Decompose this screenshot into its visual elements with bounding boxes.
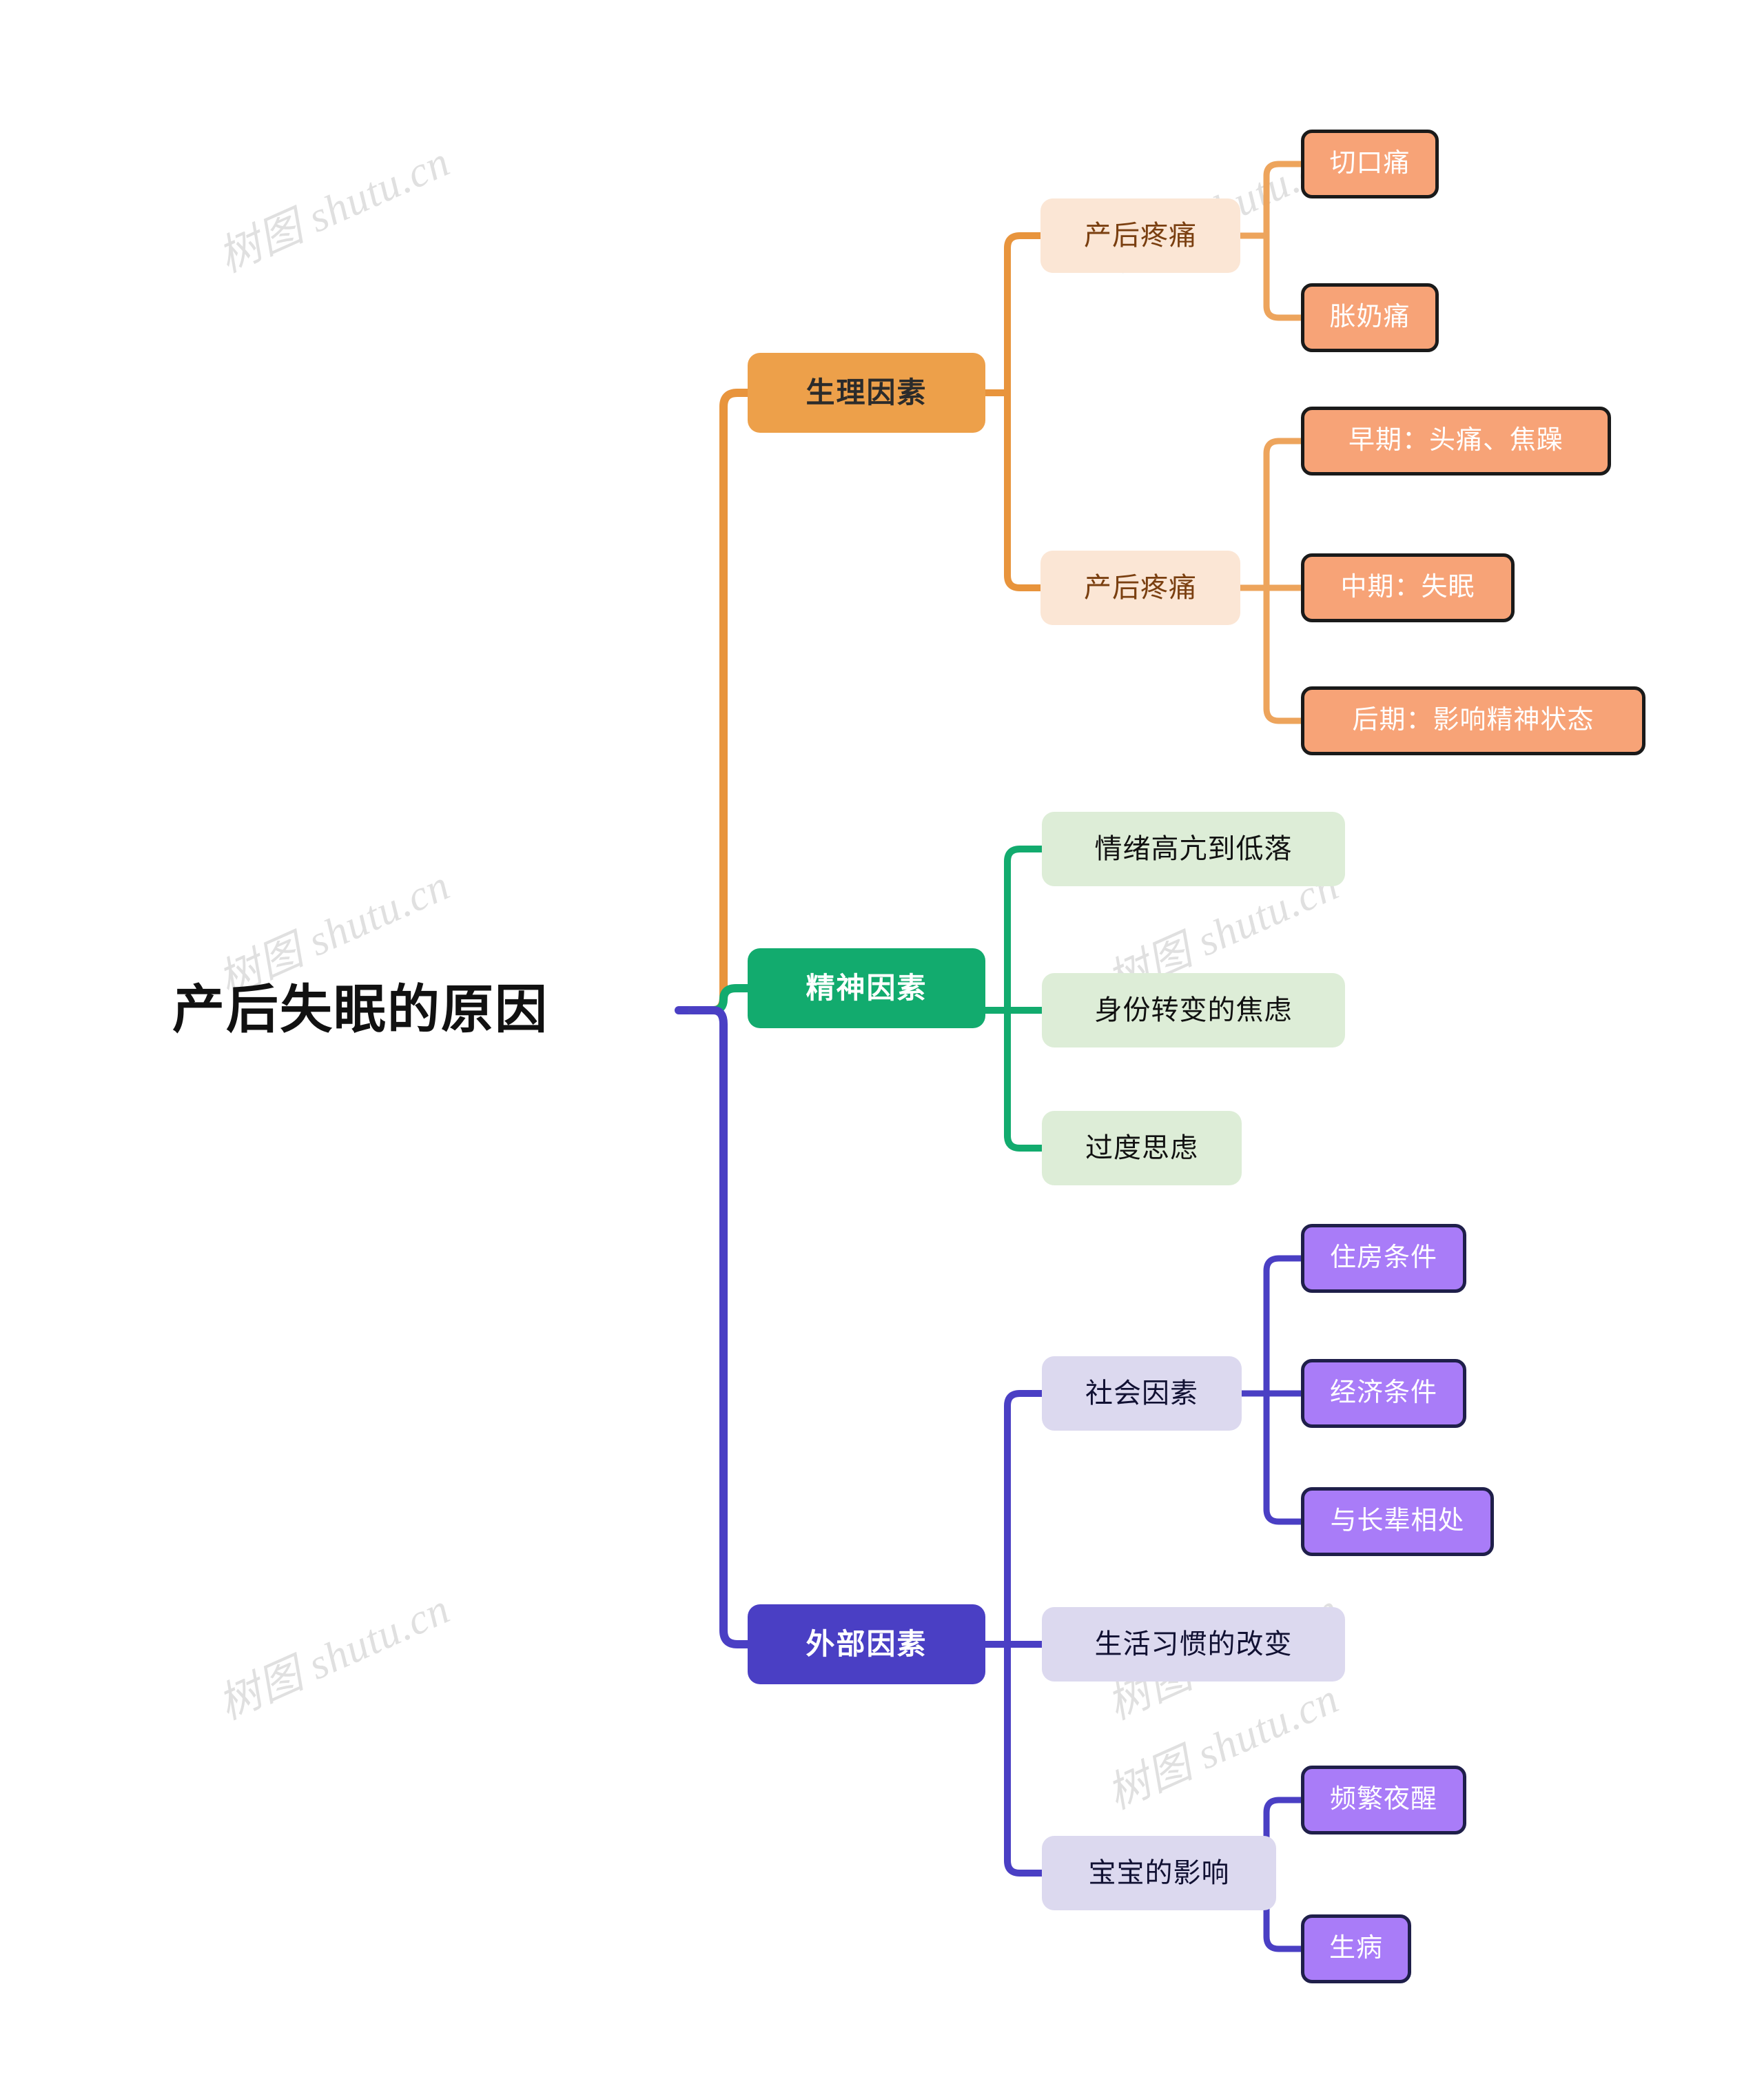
subnode-mood-swing[interactable]: 情绪高亢到低落 (1042, 812, 1345, 886)
subnode-social[interactable]: 社会因素 (1042, 1356, 1242, 1431)
leaf-illness[interactable]: 生病 (1301, 1914, 1411, 1983)
leaf-housing[interactable]: 住房条件 (1301, 1224, 1466, 1293)
leaf-night-waking[interactable]: 频繁夜醒 (1301, 1766, 1466, 1834)
subnode-pain-2[interactable]: 产后疼痛 (1040, 551, 1240, 625)
watermark: 树图 shutu.cn (212, 1585, 457, 1729)
watermark: 树图 shutu.cn (212, 138, 457, 282)
branch-node-physiological[interactable]: 生理因素 (748, 353, 985, 433)
subnode-habit-change[interactable]: 生活习惯的改变 (1042, 1607, 1345, 1682)
subnode-baby-impact[interactable]: 宝宝的影响 (1042, 1836, 1276, 1910)
leaf-late-stage[interactable]: 后期：影响精神状态 (1301, 686, 1645, 755)
branch-node-external[interactable]: 外部因素 (748, 1604, 985, 1684)
subnode-identity-anxiety[interactable]: 身份转变的焦虑 (1042, 973, 1345, 1047)
subnode-pain-1[interactable]: 产后疼痛 (1040, 198, 1240, 273)
branch-node-mental[interactable]: 精神因素 (748, 948, 985, 1028)
leaf-economy[interactable]: 经济条件 (1301, 1359, 1466, 1428)
root-node[interactable]: 产后失眠的原因 (172, 981, 548, 1040)
leaf-early-stage[interactable]: 早期：头痛、焦躁 (1301, 407, 1611, 476)
leaf-engorgement-pain[interactable]: 胀奶痛 (1301, 283, 1439, 352)
subnode-overthinking[interactable]: 过度思虑 (1042, 1111, 1242, 1185)
leaf-elders[interactable]: 与长辈相处 (1301, 1487, 1494, 1556)
leaf-mid-stage[interactable]: 中期：失眠 (1301, 553, 1515, 622)
leaf-incision-pain[interactable]: 切口痛 (1301, 130, 1439, 198)
